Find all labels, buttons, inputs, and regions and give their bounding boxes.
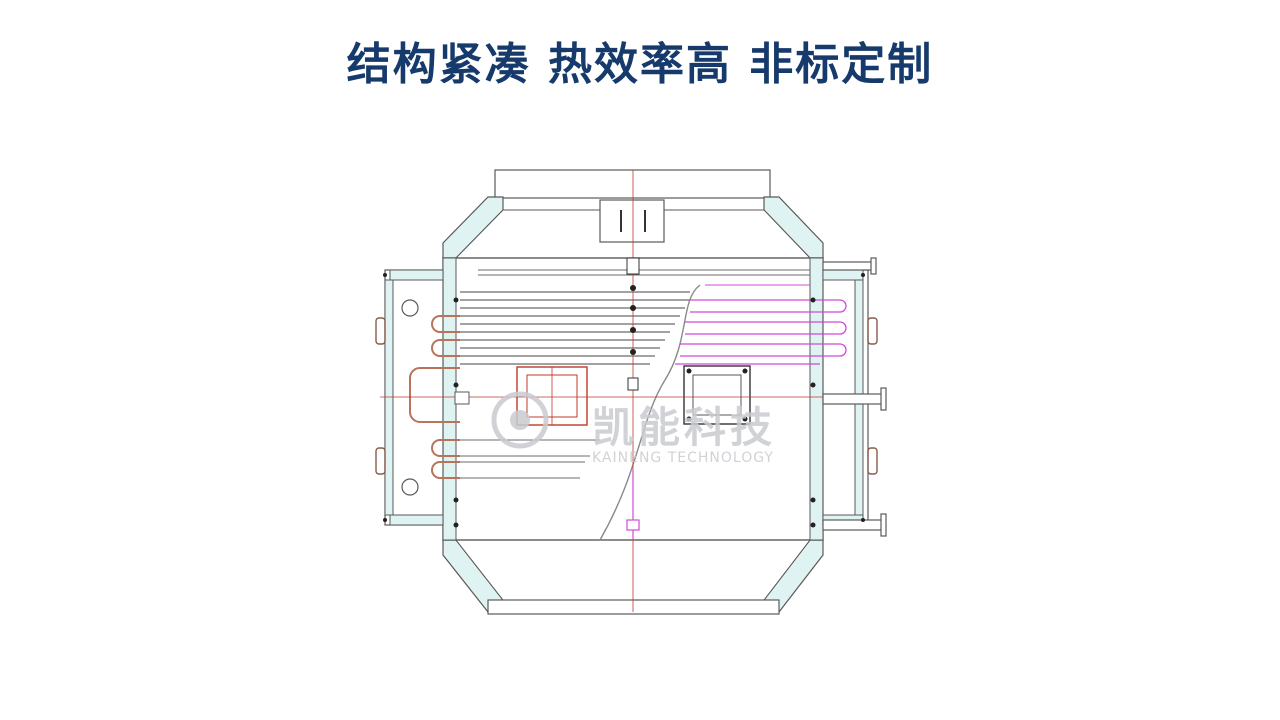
watermark-cn: 凯能科技 (592, 403, 776, 452)
magenta-baffle (599, 284, 701, 541)
handle-left-upper (375, 317, 386, 345)
top-inspection-box (599, 199, 665, 243)
watermark-en: KAINENG TECHNOLOGY (592, 450, 774, 466)
left-header-insulation-side (384, 279, 394, 516)
left-lower-gauge (401, 478, 419, 496)
tube-bank (460, 291, 690, 365)
left-header-insulation-top (389, 269, 444, 281)
right-tube-bank (675, 299, 847, 365)
left-upper-gauge (401, 299, 419, 317)
watermark: 凯能科技 KAINENG TECHNOLOGY (491, 391, 776, 466)
top-flange (494, 169, 771, 199)
bottom-flange (487, 599, 780, 615)
heat-exchanger-drawing: 凯能科技 KAINENG TECHNOLOGY (375, 169, 887, 615)
left-u-bends (409, 315, 460, 479)
handle-right-lower (867, 447, 878, 475)
right-header-insulation-top (822, 269, 864, 281)
frame-bolts (383, 273, 865, 528)
right-inspection-door (683, 365, 751, 425)
handle-left-lower (375, 447, 386, 475)
center-column (626, 257, 640, 531)
right-nozzles (822, 257, 887, 537)
lower-tube-bank (460, 439, 600, 479)
left-header-insulation-bottom (389, 514, 444, 526)
headline: 结构紧凑 热效率高 非标定制 (346, 39, 934, 90)
handle-right-upper (867, 317, 878, 345)
